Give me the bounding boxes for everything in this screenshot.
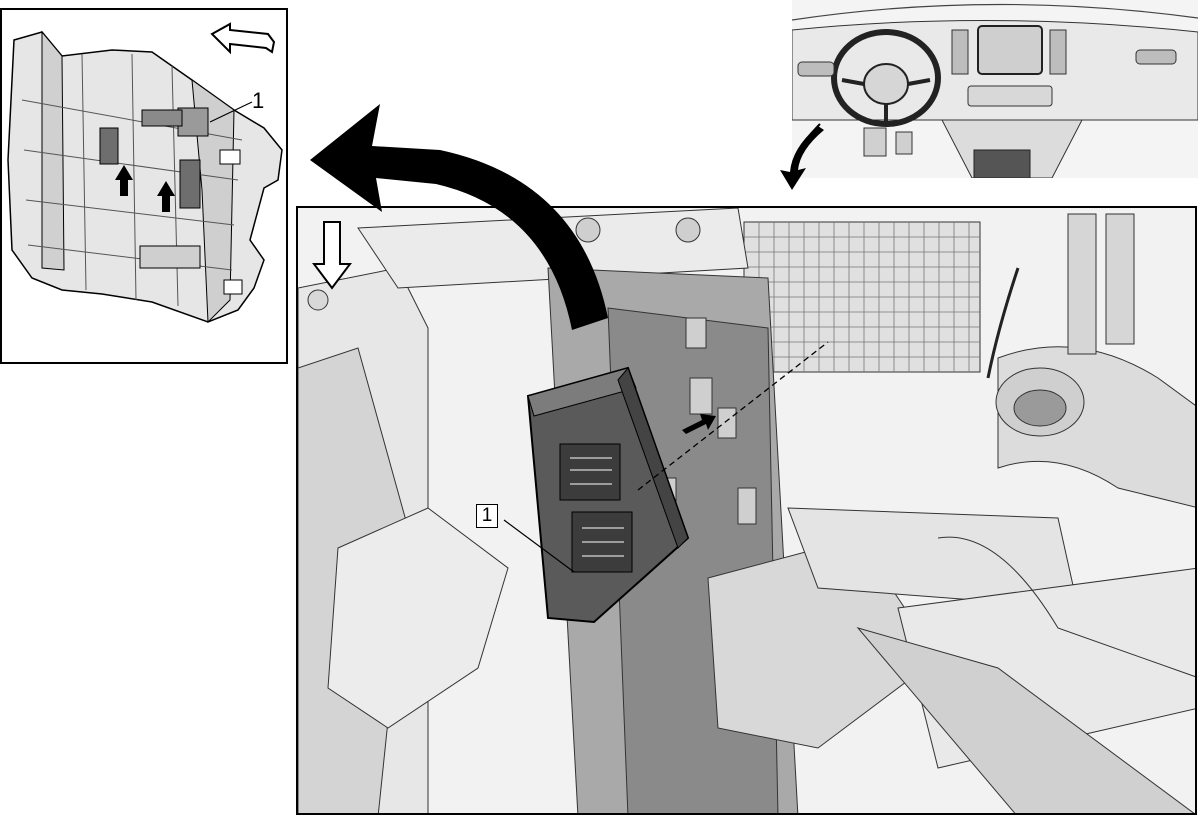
bracket-illustration xyxy=(7,22,283,324)
callout-leader xyxy=(503,519,575,573)
dashboard-overview xyxy=(792,0,1198,178)
under-dash-illustration xyxy=(298,208,1195,813)
wire-harness xyxy=(986,267,1020,379)
release-arrow-icon xyxy=(682,414,716,434)
callout-leader xyxy=(209,101,253,123)
connector-upper xyxy=(559,443,621,501)
slide-direction-arrow-icon xyxy=(210,22,276,55)
release-arrow-icon xyxy=(115,165,133,196)
release-arrow-icon xyxy=(157,181,175,212)
body-control-module xyxy=(526,366,690,624)
alignment-line xyxy=(637,341,829,491)
grid-pattern xyxy=(744,222,980,372)
center-display xyxy=(977,25,1043,75)
main-module-view: 1 xyxy=(296,206,1197,815)
callout-label: 1 xyxy=(476,504,498,528)
bracket-detail-inset: 1 xyxy=(0,8,288,364)
clip-slot-left xyxy=(99,127,119,165)
steering-wheel xyxy=(831,29,941,127)
callout-label: 1 xyxy=(252,88,265,113)
clip-slot-right xyxy=(179,159,201,209)
dashboard-illustration xyxy=(792,0,1198,178)
